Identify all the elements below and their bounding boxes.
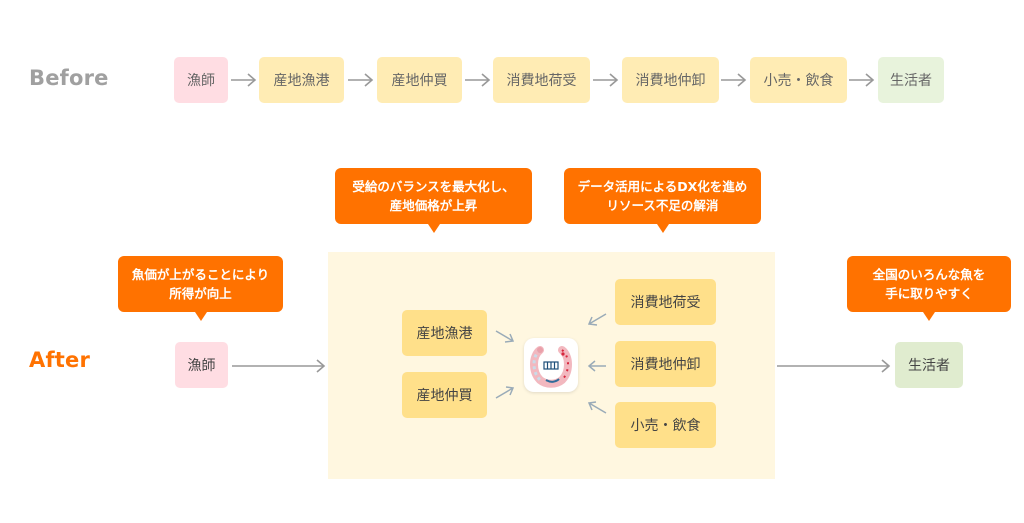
arrow-down-left-icon <box>587 313 607 326</box>
callout-consumer-line2: 手に取りやすく <box>885 286 973 301</box>
arrow-up-right-icon <box>495 386 515 399</box>
before-node-origin-broker: 産地仲買 <box>377 57 462 103</box>
arrow-right-icon <box>777 359 891 373</box>
callout-consumer-line1: 全国のいろんな魚を <box>872 267 986 282</box>
after-node-consumption-receiver: 消費地荷受 <box>615 279 716 325</box>
callout-origin-line1: 受給のバランスを最大化し、 <box>352 179 515 194</box>
hub-app-logo <box>524 338 578 392</box>
before-node-consumption-broker: 消費地仲卸 <box>622 57 719 103</box>
callout-consumption: データ活用によるDX化を進め リソース不足の解消 <box>564 168 761 233</box>
before-node-retail: 小売・飲食 <box>750 57 847 103</box>
after-node-consumer: 生活者 <box>895 342 963 388</box>
arrow-down-right-icon <box>495 330 515 343</box>
arrow-up-left-icon <box>587 401 607 414</box>
callout-consumer: 全国のいろんな魚を 手に取りやすく <box>847 256 1011 321</box>
arrow-right-icon <box>593 73 619 87</box>
after-node-consumption-broker: 消費地仲卸 <box>615 341 716 387</box>
arrow-right-icon <box>721 73 747 87</box>
after-node-fisher: 漁師 <box>175 342 228 388</box>
after-node-origin-port: 産地漁港 <box>402 310 487 356</box>
before-node-consumption-receiver: 消費地荷受 <box>493 57 590 103</box>
before-label: Before <box>29 66 109 90</box>
callout-origin: 受給のバランスを最大化し、 産地価格が上昇 <box>335 168 532 233</box>
callout-fisher-line1: 魚価が上がることにより <box>131 267 270 282</box>
arrow-right-icon <box>465 73 491 87</box>
callout-consumption-line2: リソース不足の解消 <box>606 198 719 213</box>
arrow-left-icon <box>587 360 606 372</box>
before-node-fisher: 漁師 <box>174 57 228 103</box>
arrow-right-icon <box>231 73 257 87</box>
arrow-right-icon <box>849 73 875 87</box>
after-node-origin-broker: 産地仲買 <box>402 372 487 418</box>
before-node-origin-port: 産地漁港 <box>259 57 344 103</box>
callout-fisher-line2: 所得が向上 <box>169 286 232 301</box>
callout-origin-line2: 産地価格が上昇 <box>389 198 478 213</box>
callout-fisher: 魚価が上がることにより 所得が向上 <box>118 256 283 321</box>
fish-circle-app-icon <box>530 346 572 388</box>
callout-consumption-line1: データ活用によるDX化を進め <box>577 179 748 194</box>
before-node-consumer: 生活者 <box>878 57 944 103</box>
arrow-right-icon <box>232 359 326 373</box>
arrow-right-icon <box>348 73 374 87</box>
after-label: After <box>29 348 91 372</box>
after-node-retail: 小売・飲食 <box>615 402 716 448</box>
